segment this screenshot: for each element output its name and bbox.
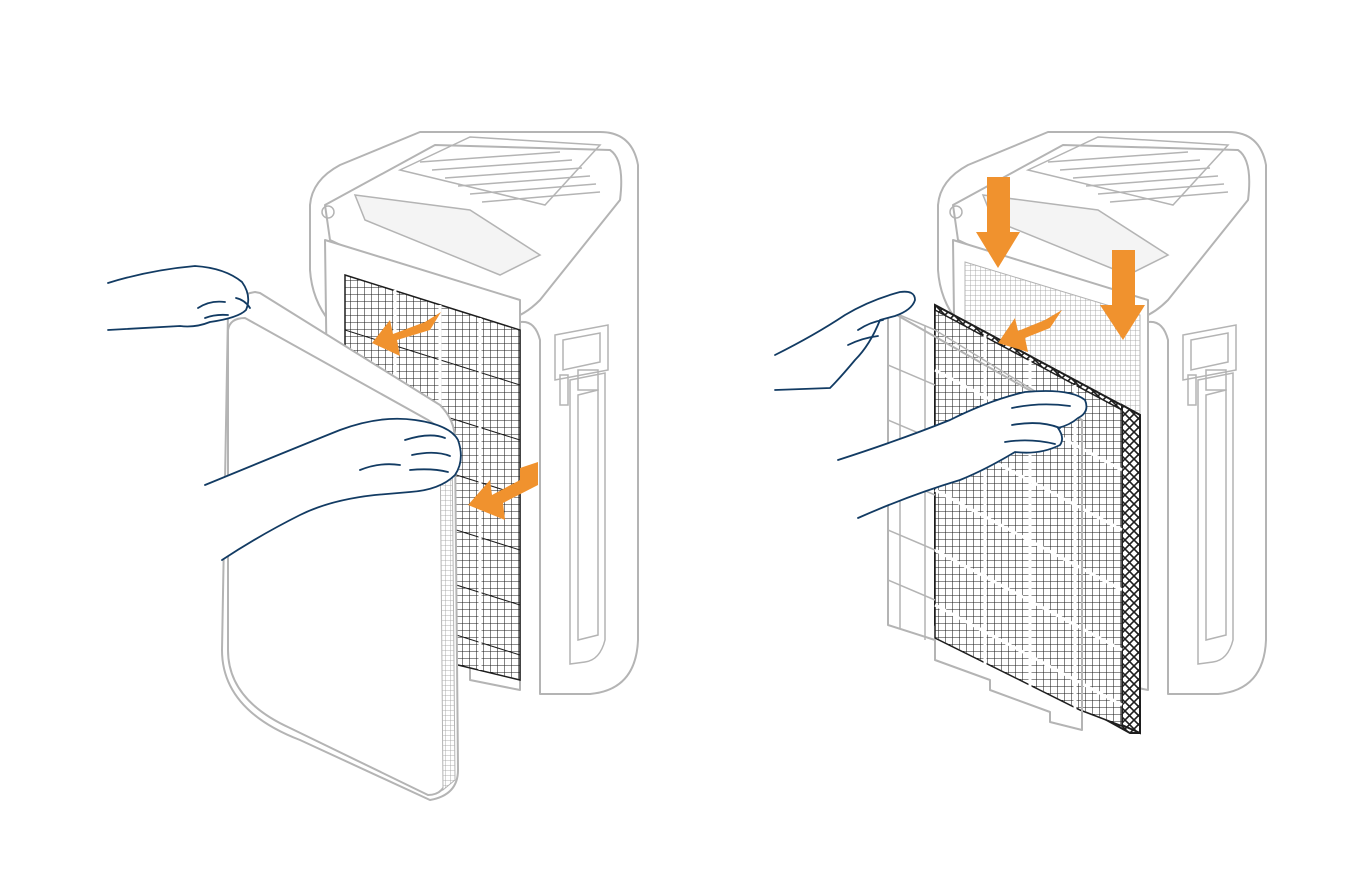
scene-remove-front-cover xyxy=(108,132,638,800)
hand-top-right xyxy=(775,292,915,390)
scene-remove-filters xyxy=(775,132,1266,733)
